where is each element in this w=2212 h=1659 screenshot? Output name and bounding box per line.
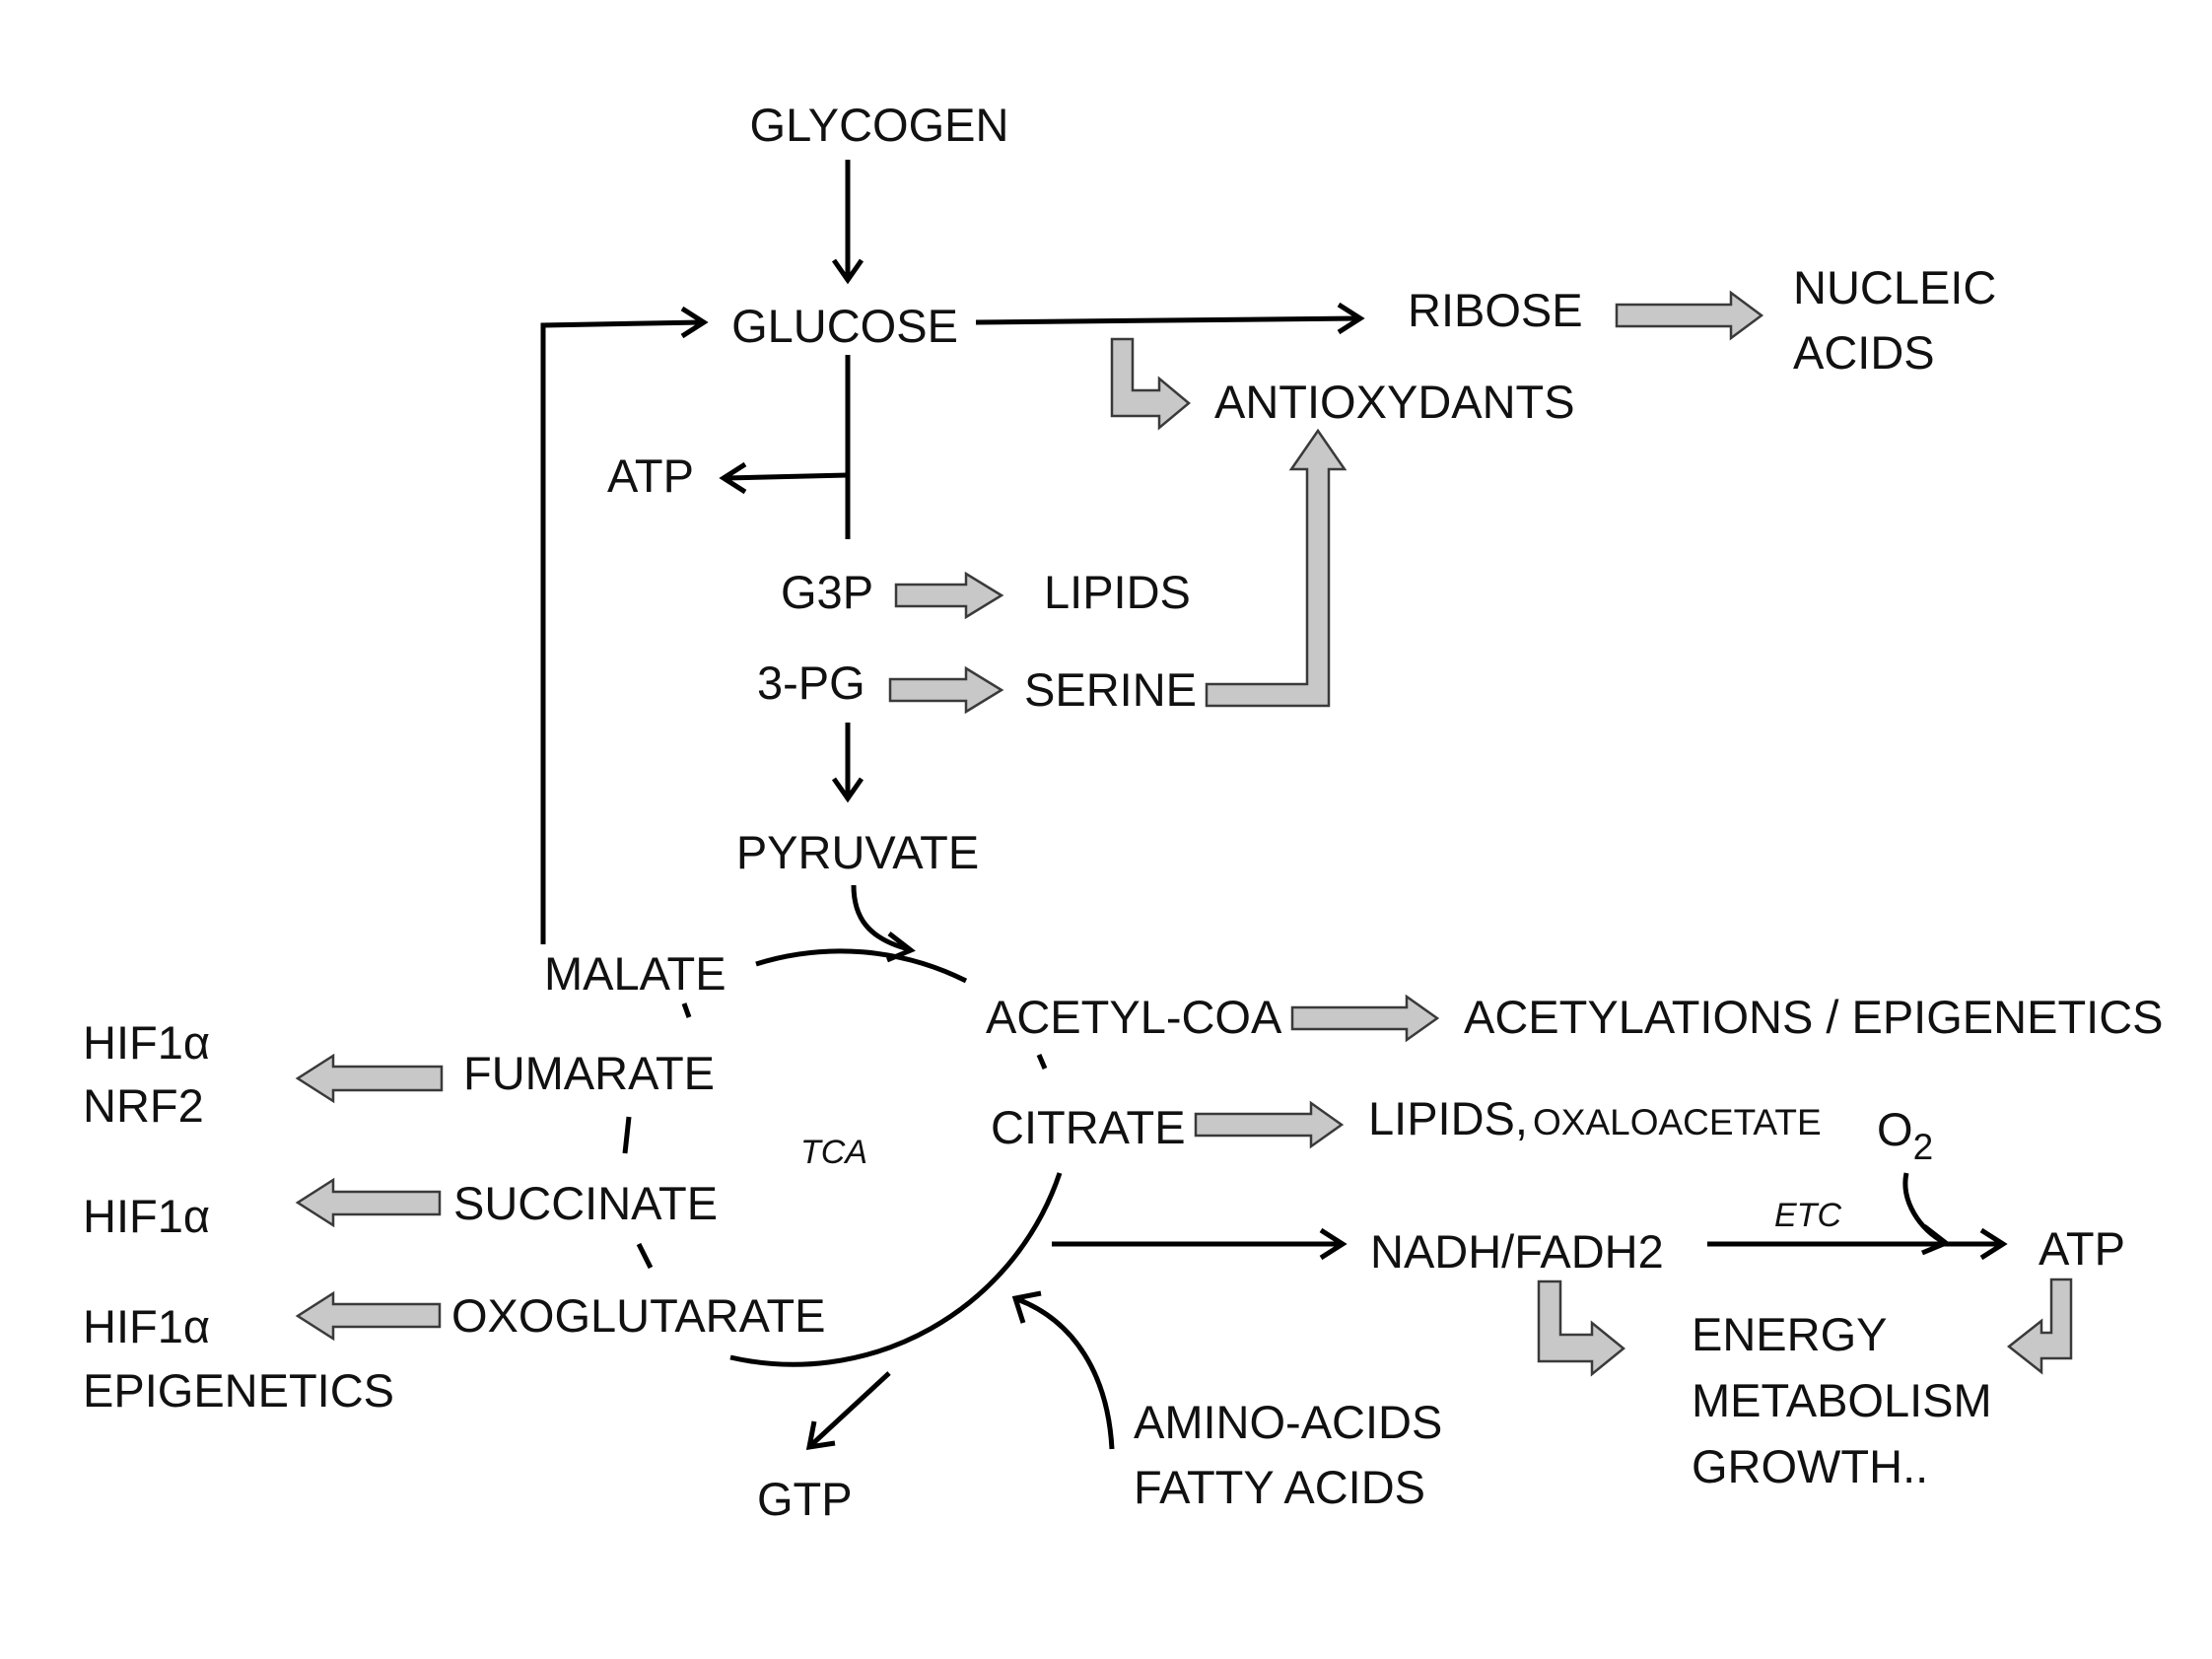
tca-cycle-circle [622, 948, 1063, 1367]
arrow-citrate-lipids [1194, 1100, 1345, 1149]
arrow-acetylcoa-acetylations [1290, 994, 1440, 1043]
label-acetyl-coa: ACETYL-COA [986, 991, 1282, 1043]
label-nucleic-acids-2: ACIDS [1793, 326, 1935, 379]
arrow-pyruvate-tca [851, 884, 916, 963]
arrow-3pg-serine [888, 665, 1004, 715]
label-citrate: CITRATE [991, 1101, 1186, 1153]
label-atp-etc: ATP [2039, 1222, 2125, 1275]
label-pyruvate: PYRUVATE [736, 826, 979, 878]
label-o2: O2 [1877, 1103, 1933, 1167]
arrow-fumarate-hif1a [295, 1053, 444, 1104]
label-energy: ENERGY [1692, 1308, 1888, 1360]
arrow-atp-energy [2006, 1278, 2073, 1375]
label-gtp: GTP [757, 1473, 853, 1525]
label-succinate: SUCCINATE [453, 1177, 718, 1229]
arrow-3pg-pyruvate [831, 723, 864, 803]
label-atp-glycolysis: ATP [607, 449, 694, 502]
label-hif1a-succinate: HIF1α [83, 1190, 210, 1242]
label-acetylations: ACETYLATIONS / EPIGENETICS [1464, 991, 2164, 1043]
label-o2-sub: 2 [1913, 1127, 1934, 1167]
label-oxoglutarate: OXOGLUTARATE [451, 1289, 826, 1342]
arrow-glycolysis-atp [719, 461, 849, 495]
arrow-tca-gtp [805, 1371, 891, 1451]
arrow-ribose-nucleic [1615, 290, 1764, 341]
label-lipids: LIPIDS [1044, 566, 1191, 618]
label-fatty-acids: FATTY ACIDS [1134, 1461, 1425, 1513]
arrow-tca-nadh [1052, 1227, 1348, 1261]
label-glucose: GLUCOSE [731, 300, 958, 352]
label-metabolism: METABOLISM [1692, 1374, 1992, 1426]
arrow-glycogen-glucose [831, 160, 864, 285]
label-epigenetics: EPIGENETICS [83, 1364, 394, 1417]
label-amino-acids: AMINO-ACIDS [1134, 1396, 1442, 1448]
arrow-nadh-energy [1537, 1279, 1625, 1377]
arrow-glucose-antioxydants [1110, 337, 1191, 431]
label-fumarate: FUMARATE [463, 1047, 715, 1099]
label-g3p: G3P [781, 566, 873, 618]
label-hif1a-fumarate: HIF1α [83, 1016, 210, 1069]
label-etc: ETC [1774, 1197, 1841, 1234]
label-nadh-fadh2: NADH/FADH2 [1370, 1225, 1664, 1278]
arrow-succinate-hif1a [295, 1177, 442, 1228]
label-serine: SERINE [1024, 663, 1197, 716]
label-malate: MALATE [544, 947, 726, 1000]
label-nrf2: NRF2 [83, 1079, 204, 1132]
label-lipids-part: LIPIDS, [1368, 1092, 1528, 1144]
label-nucleic-acids-1: NUCLEIC [1793, 261, 1996, 313]
label-ribose: RIBOSE [1408, 284, 1583, 336]
label-3pg: 3-PG [757, 657, 865, 709]
arrow-malate-glucose [540, 306, 709, 944]
arrow-g3p-lipids [894, 571, 1004, 620]
arrow-serine-antioxydants [1205, 428, 1348, 708]
label-o2-main: O [1877, 1103, 1913, 1155]
label-hif1a-oxoglutarate: HIF1α [83, 1300, 210, 1352]
label-growth: GROWTH.. [1692, 1440, 1928, 1492]
arrow-oxoglutarate-hif1a [295, 1290, 442, 1342]
arrow-o2-etc [1902, 1172, 1951, 1256]
label-glycogen: GLYCOGEN [750, 99, 1009, 151]
label-tca: TCA [800, 1134, 867, 1171]
label-lipids-oxaloacetate: LIPIDS, [1368, 1092, 1528, 1144]
label-antioxydants: ANTIOXYDANTS [1214, 376, 1575, 428]
arrow-glucose-ribose [975, 302, 1365, 335]
label-oxaloacetate: OXALOACETATE [1533, 1102, 1822, 1142]
arrow-etc-atp [1707, 1227, 2008, 1261]
arrow-aminoacids-tca [1011, 1290, 1115, 1450]
